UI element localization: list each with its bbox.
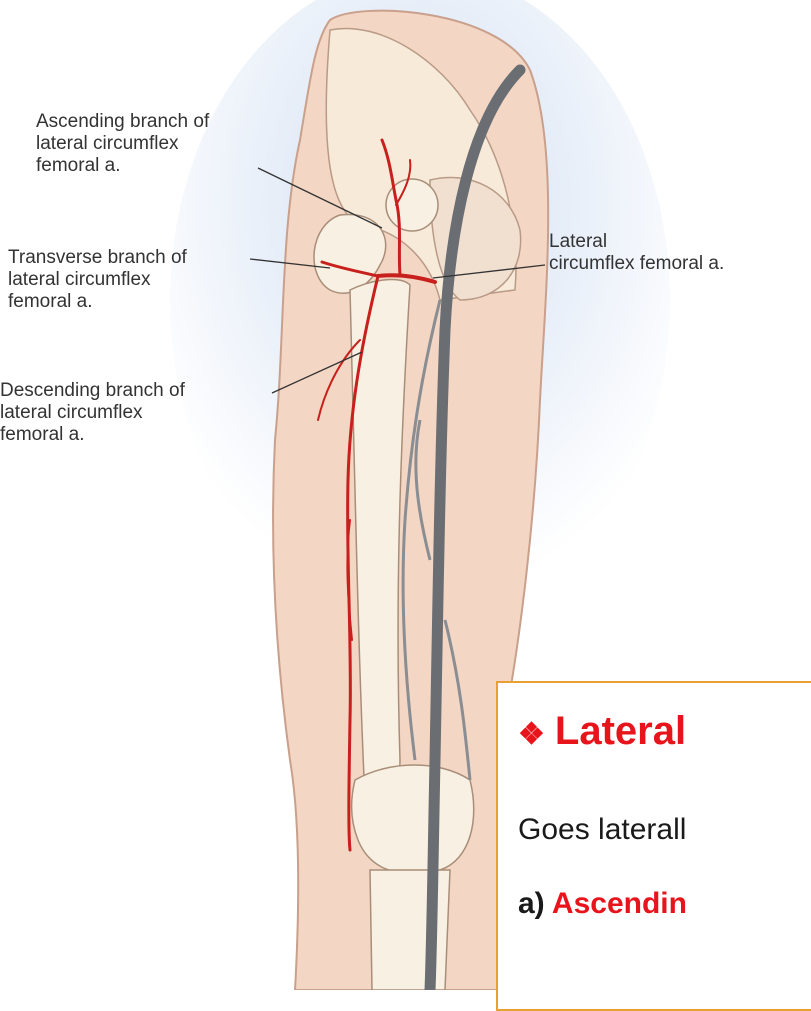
info-box: ❖ Lateral Goes laterall a) Ascendin [496,681,811,1011]
box-heading-text: Lateral [555,709,686,753]
knee-joint [352,765,474,874]
descending-label-line-2: lateral circumflex [0,402,185,424]
transverse-label-line-3: femoral a. [8,291,187,313]
ascending-label-line-3: femoral a. [36,155,209,177]
lateral-label-line-2: circumflex femoral a. [549,253,724,275]
box-subpoint: a) Ascendin [518,887,687,921]
descending-label-line-1: Descending branch of [0,380,185,402]
lateral-circumflex-label: Lateral circumflex femoral a. [549,231,724,275]
ascending-label-line-1: Ascending branch of [36,111,209,133]
transverse-branch-label: Transverse branch of lateral circumflex … [8,247,187,313]
box-subpoint-term: Ascendin [552,887,687,920]
diamond-bullet-icon: ❖ [518,718,545,751]
ascending-label-line-2: lateral circumflex [36,133,209,155]
box-heading: ❖ Lateral [518,709,686,754]
box-description: Goes laterall [518,813,686,847]
lateral-label-line-1: Lateral [549,231,724,253]
descending-label-line-3: femoral a. [0,424,185,446]
box-subpoint-prefix: a) [518,887,552,920]
transverse-label-line-2: lateral circumflex [8,269,187,291]
transverse-label-line-1: Transverse branch of [8,247,187,269]
ascending-branch-label: Ascending branch of lateral circumflex f… [36,111,209,177]
descending-branch-label: Descending branch of lateral circumflex … [0,380,185,446]
